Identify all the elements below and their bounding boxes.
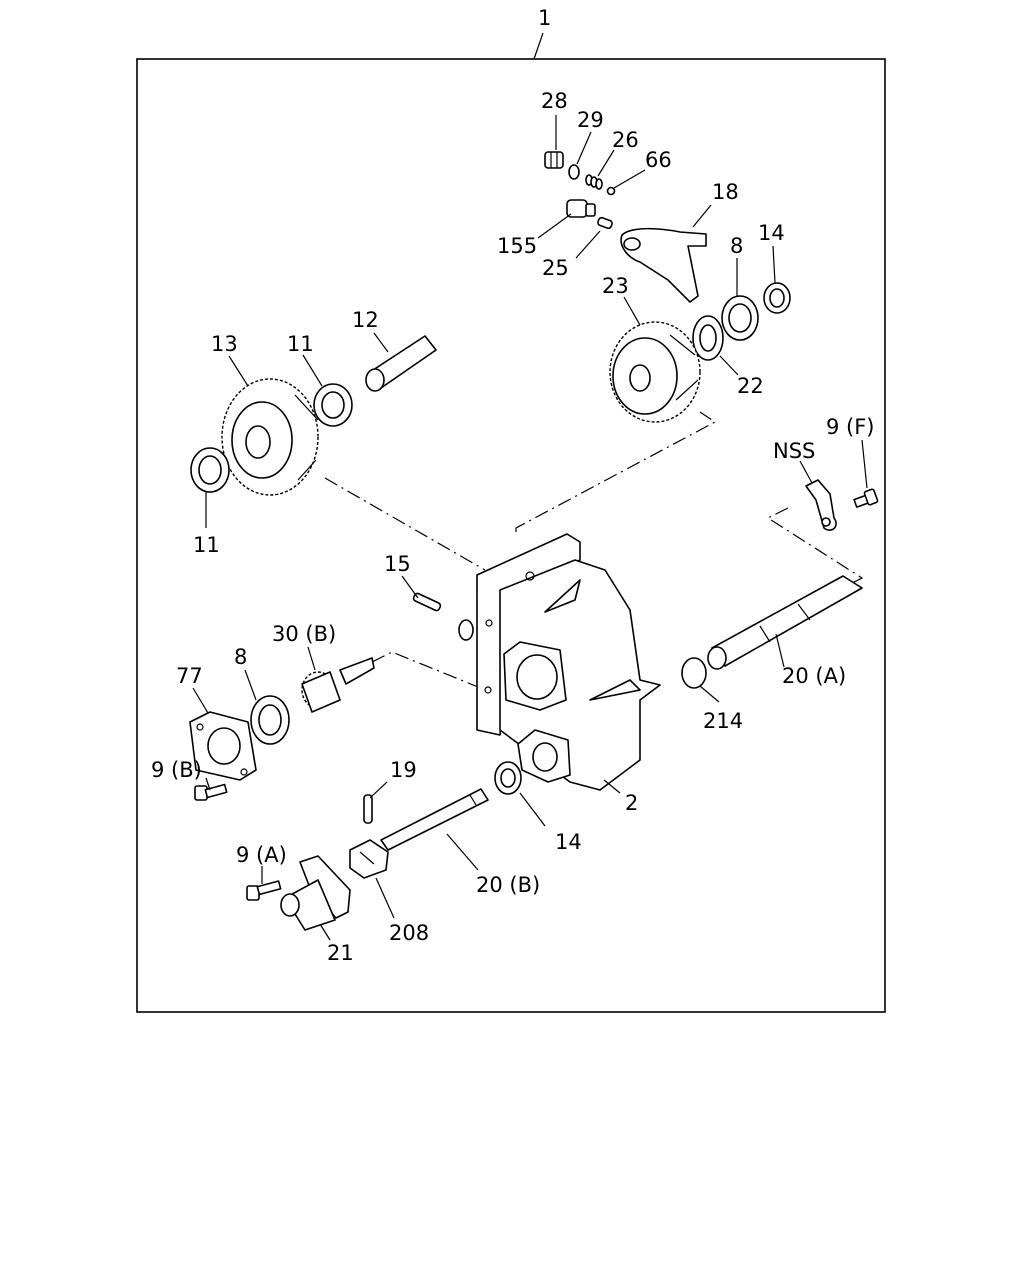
pin-19 (363, 794, 373, 824)
bearing-8-lower (250, 695, 290, 745)
callout-15: 15 (384, 552, 411, 576)
callout-28: 28 (541, 89, 568, 113)
lever-208 (349, 839, 389, 879)
diagram-frame (136, 58, 886, 1013)
callout-2: 2 (625, 791, 638, 815)
callout-14-upper: 14 (758, 221, 785, 245)
callout-14-lower: 14 (555, 830, 582, 854)
callout-22: 22 (737, 374, 764, 398)
leader-14-lower (519, 792, 546, 827)
callout-23: 23 (602, 274, 629, 298)
callout-13: 13 (211, 332, 238, 356)
leader-20a (775, 633, 785, 668)
leader-20b (446, 833, 479, 871)
counter-gear-13 (221, 378, 319, 496)
leader-21 (319, 923, 331, 941)
leader-13 (228, 355, 249, 387)
leader-9f (861, 439, 868, 489)
alignment-line-bracket (766, 507, 864, 589)
callout-8-lower: 8 (234, 645, 247, 669)
callout-11-upper: 11 (287, 332, 314, 356)
callout-9a: 9 (A) (236, 843, 287, 867)
needle-bearing-11-upper (313, 383, 353, 427)
bolt-9b (194, 783, 228, 801)
leader-9b (205, 777, 211, 791)
spring-26 (585, 174, 603, 190)
housing-21 (280, 855, 351, 931)
leader-30b (307, 646, 316, 671)
callout-1: 1 (538, 6, 551, 30)
leader-29 (576, 131, 592, 165)
alignment-line-output-gear (515, 411, 717, 532)
bearing-8-upper (721, 295, 759, 341)
leader-77 (192, 687, 209, 714)
callout-29: 29 (577, 108, 604, 132)
callout-25: 25 (542, 256, 569, 280)
callout-208: 208 (389, 921, 429, 945)
callout-21: 21 (327, 941, 354, 965)
callout-155: 155 (497, 234, 537, 258)
callout-19: 19 (390, 758, 417, 782)
ball-66 (606, 186, 616, 196)
plug-28 (544, 151, 564, 169)
bolt-9f (853, 488, 879, 508)
leader-11-upper (302, 354, 323, 387)
alignment-line-pinion (371, 651, 516, 703)
callout-77: 77 (176, 664, 203, 688)
leader-23 (623, 296, 641, 326)
callout-20a: 20 (A) (782, 664, 846, 688)
leader-26 (597, 149, 615, 177)
bolt-9a (246, 880, 282, 901)
output-gear-23 (609, 321, 701, 423)
leader-8-lower (244, 669, 257, 701)
leader-14-upper (772, 245, 776, 284)
callout-11-lower: 11 (193, 533, 220, 557)
collar-14-lower (494, 761, 522, 795)
case-2 (458, 533, 661, 791)
leader-25 (575, 230, 601, 259)
callout-8-upper: 8 (730, 234, 743, 258)
shift-fork-18 (620, 227, 707, 303)
leader-19 (369, 781, 388, 799)
collar-14-upper (763, 282, 791, 314)
callout-30b: 30 (B) (272, 622, 336, 646)
leader-22 (719, 355, 739, 376)
leader-214 (699, 685, 720, 703)
needle-bearing-11-lower (190, 447, 230, 493)
callout-nss: NSS (773, 439, 815, 463)
alignment-line-gear-cluster (324, 477, 486, 571)
shaft-20b (380, 788, 489, 851)
bracket-nss (805, 479, 837, 531)
leader-18 (692, 204, 712, 228)
leader-66 (613, 169, 646, 189)
thrust-washer-22 (692, 315, 724, 361)
leader-1 (533, 32, 544, 60)
callout-20b: 20 (B) (476, 873, 540, 897)
snap-ring-29 (568, 164, 580, 180)
leader-155 (537, 213, 572, 239)
callout-26: 26 (612, 128, 639, 152)
leader-2 (603, 779, 621, 794)
pin-15 (412, 592, 442, 612)
leader-15 (401, 575, 419, 599)
o-ring-214 (681, 657, 707, 689)
plug-155 (566, 199, 596, 218)
cover-77 (189, 711, 257, 781)
shaft-12 (365, 335, 437, 392)
callout-9b: 9 (B) (151, 758, 202, 782)
callout-12: 12 (352, 308, 379, 332)
callout-66: 66 (645, 148, 672, 172)
leader-208 (375, 877, 395, 919)
callout-214: 214 (703, 709, 743, 733)
callout-9f: 9 (F) (826, 415, 875, 439)
leader-nss (799, 460, 813, 484)
callout-18: 18 (712, 180, 739, 204)
shaft-20a (707, 575, 863, 670)
pinion-30b (301, 657, 375, 713)
leader-12 (373, 332, 389, 353)
pin-25 (597, 216, 613, 230)
